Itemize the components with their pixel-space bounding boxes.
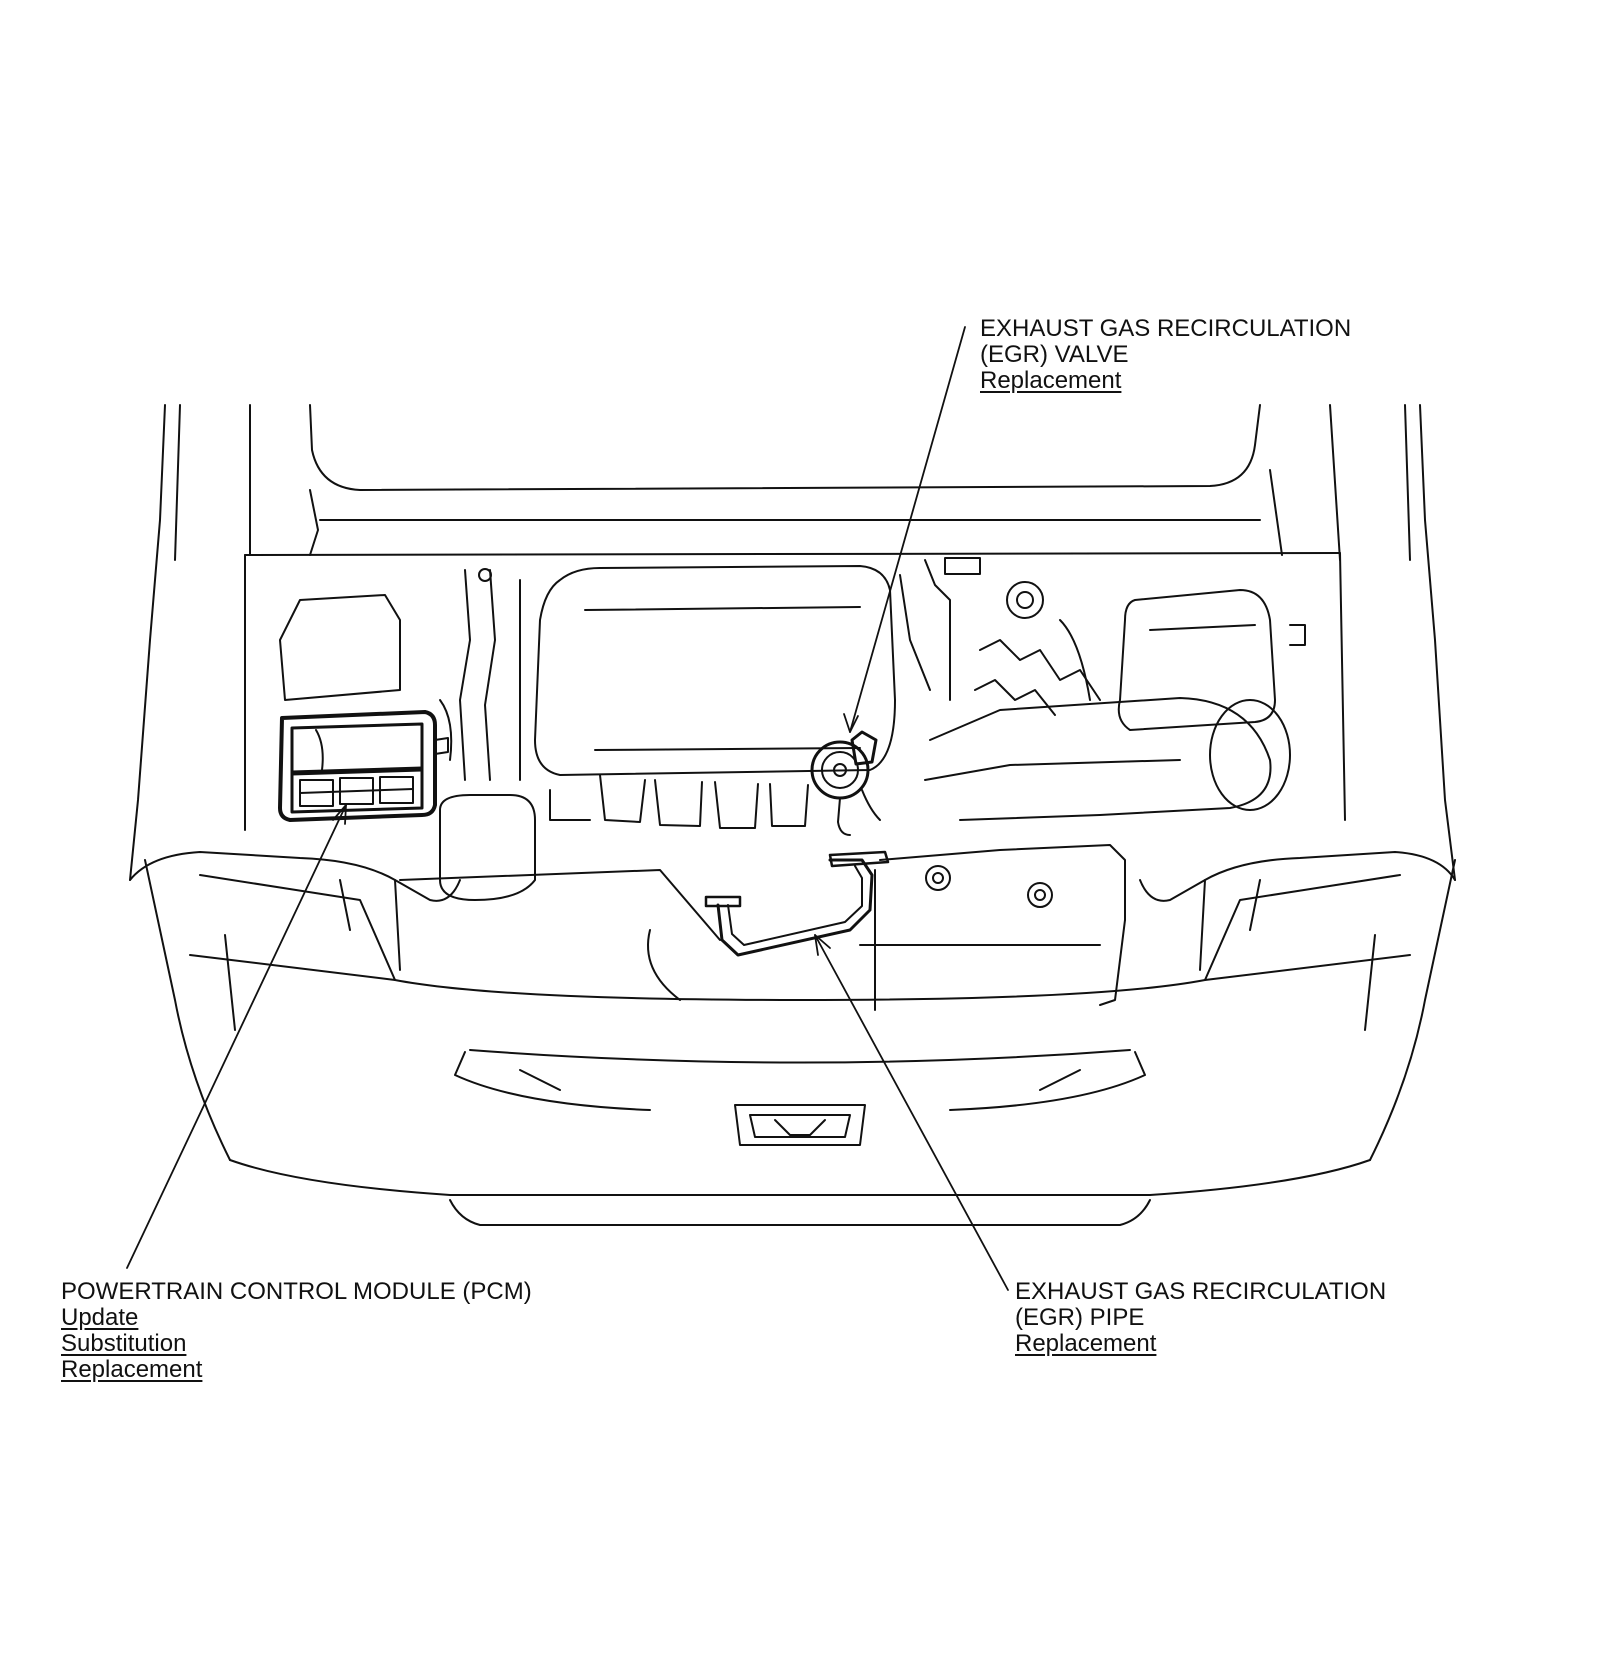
egr-pipe-replacement-link[interactable]: Replacement [1015,1330,1157,1357]
egr-valve-callout: EXHAUST GAS RECIRCULATION (EGR) VALVE Re… [980,316,1351,394]
engine-compartment [244,552,1346,1011]
egr-valve-title-line2: (EGR) VALVE [980,341,1129,368]
leader-lines [126,326,1009,1291]
egr-valve [810,730,881,836]
egr-valve-title-line1: EXHAUST GAS RECIRCULATION [980,315,1352,342]
pcm-replacement-link[interactable]: Replacement [61,1356,203,1383]
pcm-update-link[interactable]: Update [61,1304,139,1331]
egr-pipe-callout: EXHAUST GAS RECIRCULATION (EGR) PIPE Rep… [1015,1279,1386,1357]
egr-pipe [704,850,890,957]
pcm-substitution-link[interactable]: Substitution [61,1330,187,1357]
egr-valve-replacement-link[interactable]: Replacement [980,367,1122,394]
egr-pipe-title-line1: EXHAUST GAS RECIRCULATION [1015,1278,1387,1305]
front-bumper [129,851,1456,1226]
egr-pipe-title-line2: (EGR) PIPE [1015,1304,1145,1331]
hood-outline [129,404,1456,881]
pcm-title: POWERTRAIN CONTROL MODULE (PCM) [61,1278,532,1305]
pcm-module [278,710,449,822]
pcm-callout: POWERTRAIN CONTROL MODULE (PCM) Update S… [61,1279,532,1383]
